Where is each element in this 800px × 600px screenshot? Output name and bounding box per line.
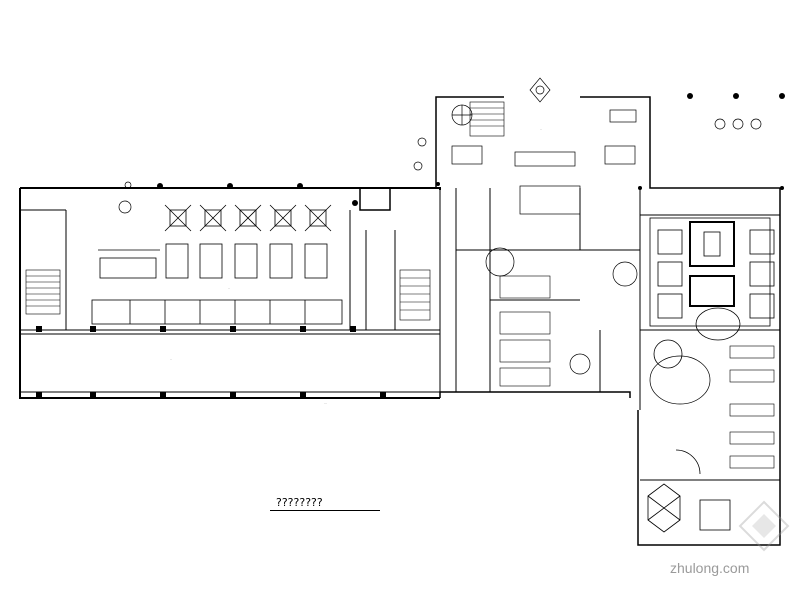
table-row-middle xyxy=(98,243,328,279)
svg-text:··: ·· xyxy=(228,286,230,290)
dimension-markers: ·· ··· ·· ·· xyxy=(170,127,542,405)
dining-tables xyxy=(91,204,343,325)
watermark-text: zhulong.com xyxy=(670,560,750,576)
svg-text:···: ··· xyxy=(324,401,327,405)
zhulong-logo-icon xyxy=(738,500,790,552)
svg-text:··: ·· xyxy=(540,127,542,131)
corner-plaza xyxy=(647,449,731,533)
table-row-top xyxy=(164,204,332,232)
walls xyxy=(20,188,780,481)
columns xyxy=(36,93,785,398)
svg-text:··: ·· xyxy=(170,357,172,361)
upper-wing-furniture xyxy=(451,109,711,405)
table-row-booths xyxy=(91,299,343,325)
workstations xyxy=(499,275,775,469)
landscape-plants xyxy=(118,77,762,214)
building-outline xyxy=(19,96,781,546)
offices-right xyxy=(649,217,775,369)
title-underline xyxy=(270,510,380,511)
stairs xyxy=(25,101,505,321)
drawing-title: ???????? xyxy=(276,496,323,509)
